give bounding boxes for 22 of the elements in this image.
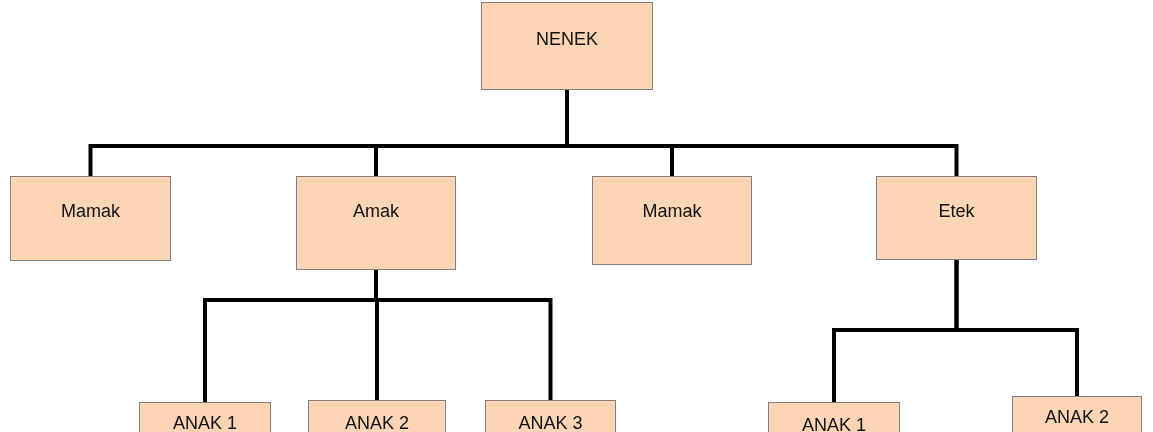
member-label: ANAK 2: [345, 413, 409, 432]
family-box: [308, 400, 446, 432]
connector-line: [374, 268, 553, 402]
member-label: ANAK 1: [802, 415, 866, 432]
connector-line: [954, 258, 1079, 398]
family-box: [481, 2, 653, 90]
family-box: [876, 176, 1037, 260]
family-box: [296, 176, 456, 270]
member-label: ANAK 2: [1045, 407, 1109, 428]
family-box: [139, 402, 271, 432]
member-label: ANAK 3: [518, 413, 583, 432]
family-box: [485, 400, 616, 432]
family-box: [1012, 396, 1142, 432]
family-box: [592, 176, 752, 265]
member-label: ANAK 1: [173, 413, 237, 432]
family-box: [768, 402, 900, 432]
member-label: Mamak: [642, 201, 702, 222]
member-label: Amak: [353, 201, 399, 222]
member-label: Etek: [938, 201, 975, 222]
member-label: Mamak: [61, 201, 120, 222]
family-box: [10, 176, 171, 261]
member-label: NENEK: [536, 29, 598, 50]
